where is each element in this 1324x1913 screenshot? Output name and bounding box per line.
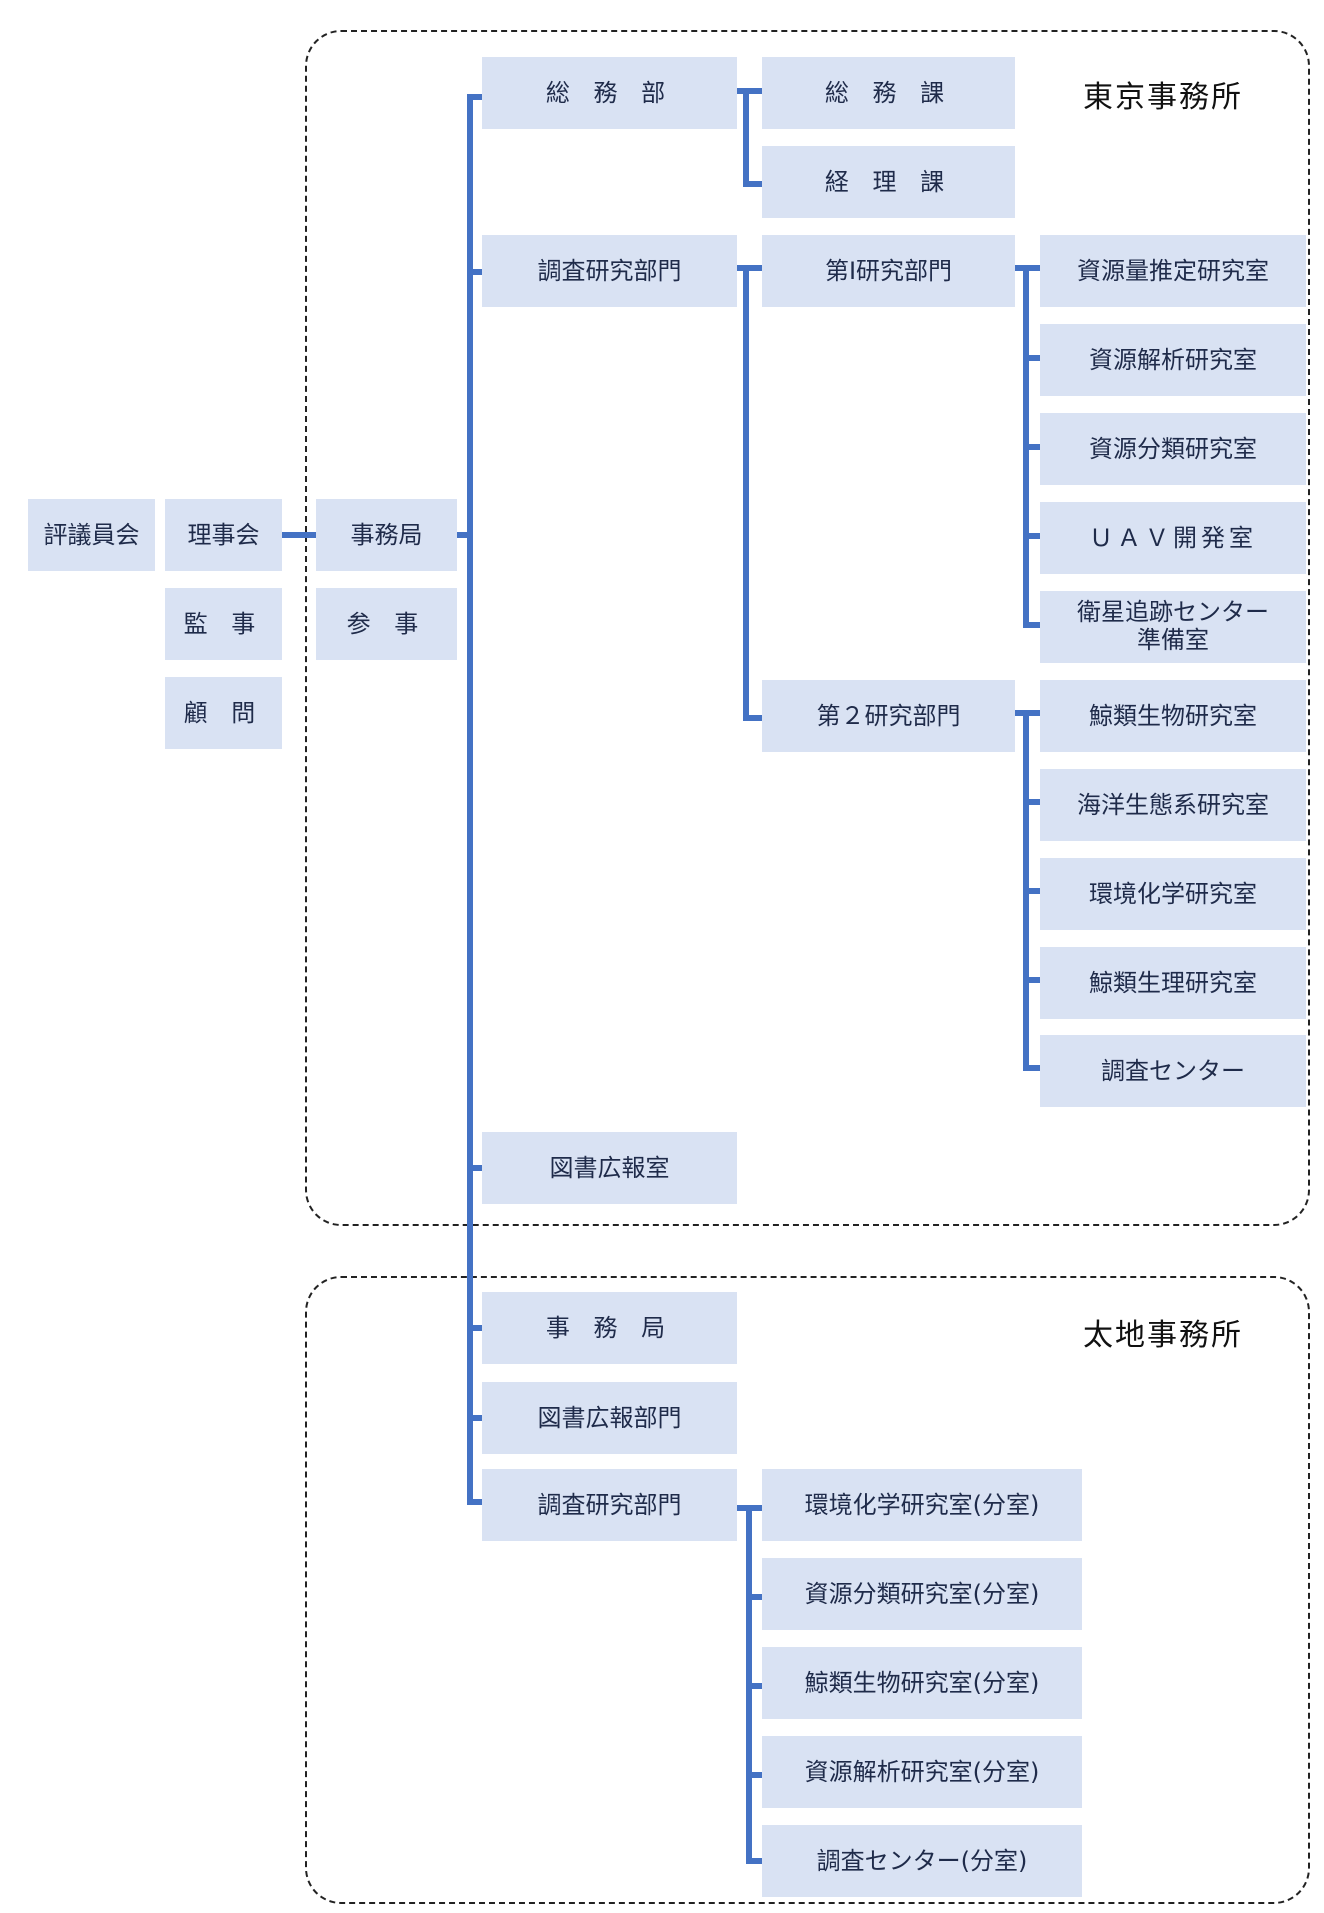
taiji-branch-lab-box: 鯨類生物研究室(分室) <box>762 1647 1082 1719</box>
taiji-branch-lab-box: 環境化学研究室(分室) <box>762 1469 1082 1541</box>
counselor-box: 参 事 <box>316 588 457 660</box>
taiji-library-pr-box: 図書広報部門 <box>482 1382 737 1454</box>
board-box: 理事会 <box>165 499 282 571</box>
research-dept-2-box: 第２研究部門 <box>762 680 1015 752</box>
accounting-section-box: 経 理 課 <box>762 146 1015 218</box>
taiji-branch-lab-box: 資源解析研究室(分室) <box>762 1736 1082 1808</box>
dept2-lab-box: 環境化学研究室 <box>1040 858 1306 930</box>
dept1-lab-box: ＵＡＶ開発室 <box>1040 502 1306 574</box>
dept2-lab-box: 調査センター <box>1040 1035 1306 1107</box>
advisor-box: 顧 問 <box>165 677 282 749</box>
dept1-lab-box: 資源量推定研究室 <box>1040 235 1306 307</box>
taiji-office-region <box>305 1276 1310 1904</box>
general-affairs-dept-box: 総 務 部 <box>482 57 737 129</box>
dept2-lab-box: 海洋生態系研究室 <box>1040 769 1306 841</box>
research-dept-1-box: 第Ⅰ研究部門 <box>762 235 1015 307</box>
taiji-branch-lab-box: 資源分類研究室(分室) <box>762 1558 1082 1630</box>
taiji-research-division-box: 調査研究部門 <box>482 1469 737 1541</box>
tokyo-office-region <box>305 30 1310 1226</box>
dept1-lab-box: 資源分類研究室 <box>1040 413 1306 485</box>
dept1-lab-box: 資源解析研究室 <box>1040 324 1306 396</box>
tokyo-office-title: 東京事務所 <box>1083 80 1243 115</box>
dept1-lab-box: 衛星追跡センター 準備室 <box>1040 591 1306 663</box>
taiji-office-title: 太地事務所 <box>1083 1318 1243 1353</box>
dept2-lab-box: 鯨類生理研究室 <box>1040 947 1306 1019</box>
dept2-lab-box: 鯨類生物研究室 <box>1040 680 1306 752</box>
auditor-box: 監 事 <box>165 588 282 660</box>
library-pr-office-box: 図書広報室 <box>482 1132 737 1204</box>
research-division-box: 調査研究部門 <box>482 235 737 307</box>
general-affairs-section-box: 総 務 課 <box>762 57 1015 129</box>
council-box: 評議員会 <box>28 499 155 571</box>
secretariat-box: 事務局 <box>316 499 457 571</box>
taiji-secretariat-box: 事 務 局 <box>482 1292 737 1364</box>
taiji-branch-lab-box: 調査センター(分室) <box>762 1825 1082 1897</box>
